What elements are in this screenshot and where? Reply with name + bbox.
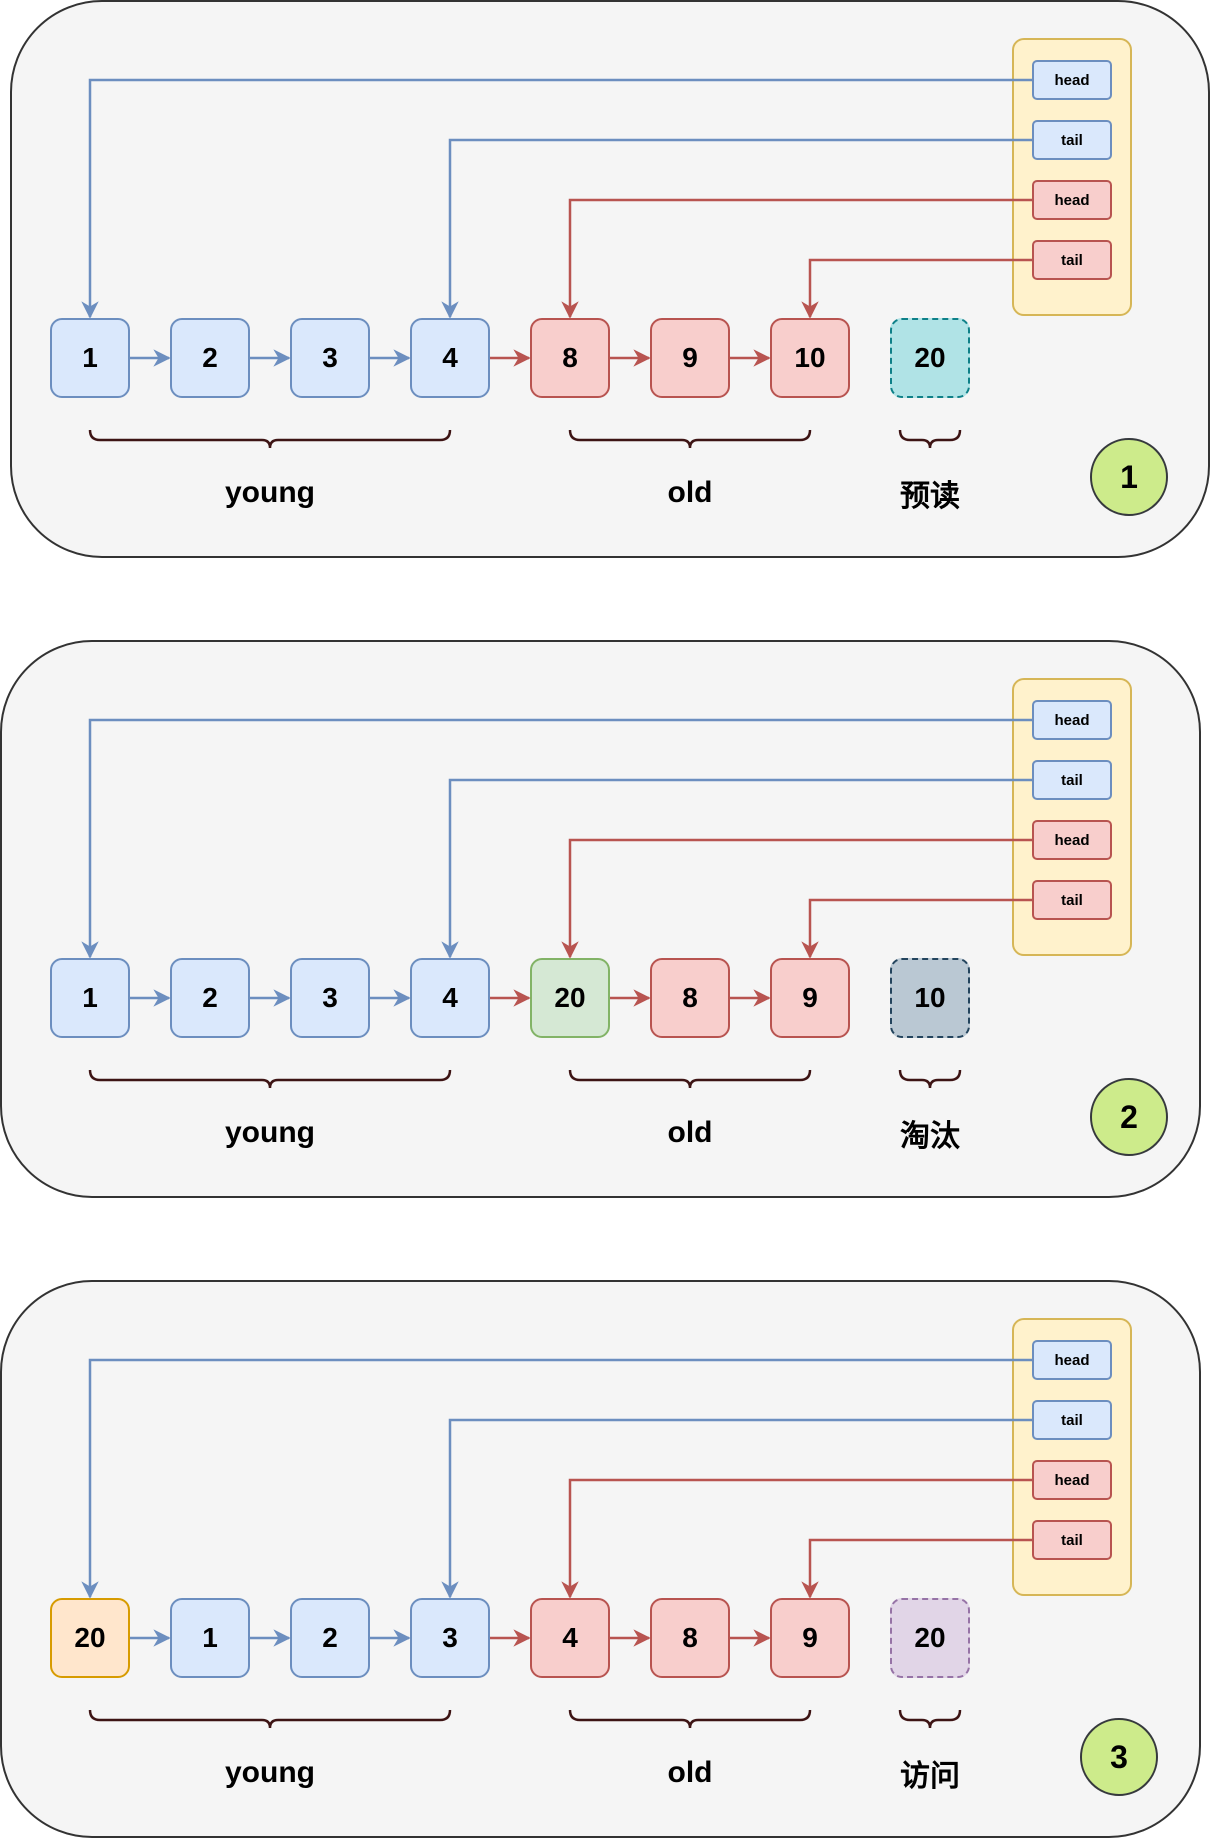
- list-node: 9: [770, 958, 850, 1038]
- list-node: 4: [410, 958, 490, 1038]
- list-node: 4: [410, 318, 490, 398]
- list-node: 1: [50, 958, 130, 1038]
- list-node: 1: [170, 1598, 250, 1678]
- step-badge: 1: [1090, 438, 1168, 516]
- list-node: 2: [170, 958, 250, 1038]
- young-label: young: [225, 1116, 315, 1149]
- young-tail-pointer: tail: [1032, 120, 1112, 160]
- old-head-pointer: head: [1032, 180, 1112, 220]
- young-label: young: [225, 476, 315, 509]
- list-node: 4: [530, 1598, 610, 1678]
- list-node: 3: [410, 1598, 490, 1678]
- old-tail-pointer: tail: [1032, 1520, 1112, 1560]
- list-node: 8: [650, 1598, 730, 1678]
- old-tail-pointer: tail: [1032, 880, 1112, 920]
- list-node: 8: [650, 958, 730, 1038]
- young-head-pointer: head: [1032, 700, 1112, 740]
- list-node: 2: [290, 1598, 370, 1678]
- list-node: 1: [50, 318, 130, 398]
- old-label: old: [667, 1756, 713, 1789]
- young-tail-pointer: tail: [1032, 760, 1112, 800]
- young-label: young: [225, 1756, 315, 1789]
- extra-node: 20: [890, 318, 970, 398]
- extra-label: 预读: [900, 480, 960, 513]
- young-head-pointer: head: [1032, 1340, 1112, 1380]
- list-node: 20: [530, 958, 610, 1038]
- list-node: 9: [650, 318, 730, 398]
- old-head-pointer: head: [1032, 1460, 1112, 1500]
- list-node: 20: [50, 1598, 130, 1678]
- old-label: old: [667, 476, 713, 509]
- step-badge: 2: [1090, 1078, 1168, 1156]
- list-node: 10: [770, 318, 850, 398]
- list-node: 3: [290, 958, 370, 1038]
- list-node: 2: [170, 318, 250, 398]
- step-badge: 3: [1080, 1718, 1158, 1796]
- extra-node: 20: [890, 1598, 970, 1678]
- old-label: old: [667, 1116, 713, 1149]
- list-node: 9: [770, 1598, 850, 1678]
- old-head-pointer: head: [1032, 820, 1112, 860]
- old-tail-pointer: tail: [1032, 240, 1112, 280]
- list-node: 3: [290, 318, 370, 398]
- young-head-pointer: head: [1032, 60, 1112, 100]
- young-tail-pointer: tail: [1032, 1400, 1112, 1440]
- extra-node: 10: [890, 958, 970, 1038]
- extra-label: 访问: [900, 1760, 960, 1793]
- extra-label: 淘汰: [900, 1120, 960, 1153]
- list-node: 8: [530, 318, 610, 398]
